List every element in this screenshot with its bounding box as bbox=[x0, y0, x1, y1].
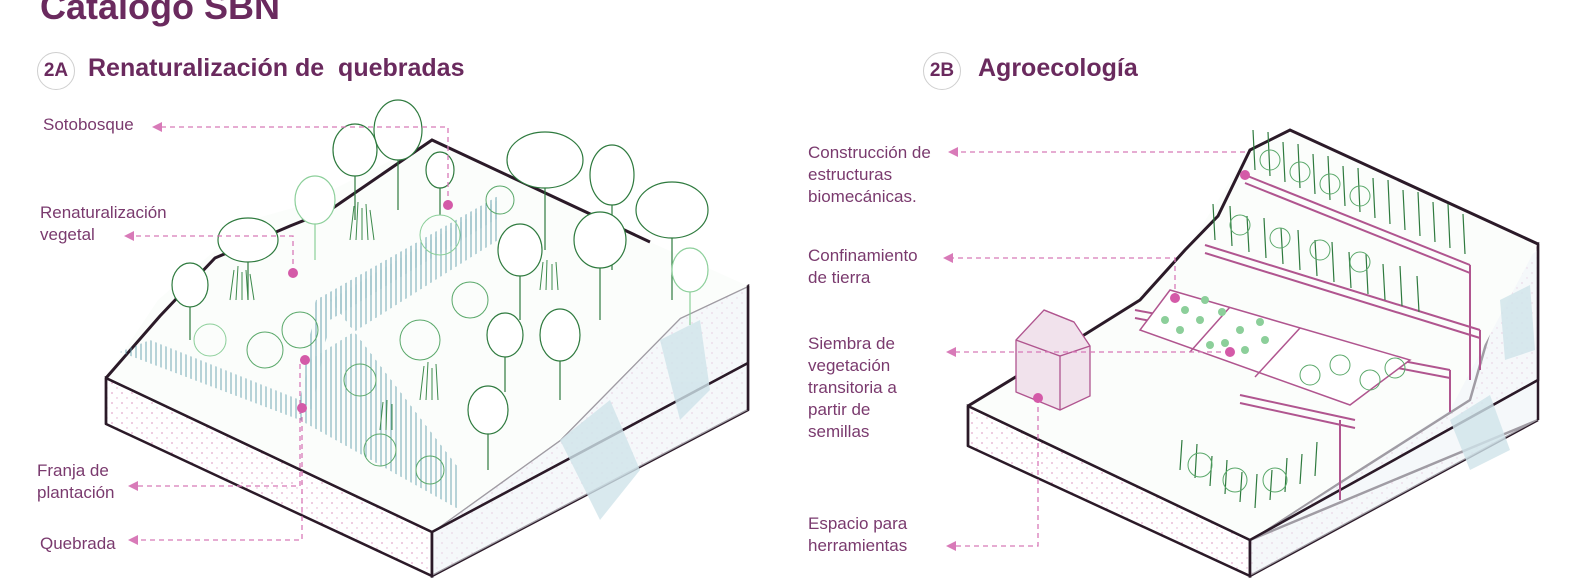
stream-strip bbox=[120, 200, 498, 510]
label-renaturalizacion-line1: Renaturalización bbox=[40, 203, 167, 222]
label-confinamiento-line1: Confinamiento bbox=[808, 246, 918, 265]
shrub-clusters-b bbox=[1187, 149, 1406, 493]
leader-arrows-b bbox=[943, 147, 958, 551]
section-badge-2b: 2B bbox=[923, 52, 961, 90]
label-siembra-line4: partir de bbox=[808, 400, 871, 419]
label-siembra-line2: vegetación bbox=[808, 356, 891, 375]
section-title-agroecologia: Agroecología bbox=[978, 54, 1138, 82]
label-confinamiento-line2: de tierra bbox=[808, 268, 871, 287]
markers-a bbox=[288, 200, 453, 413]
crop-rows bbox=[1179, 129, 1466, 509]
section-title-renaturalizacion: Renaturalización de quebradas bbox=[88, 54, 465, 82]
seed-dots bbox=[1161, 296, 1269, 354]
label-sotobosque: Sotobosque bbox=[43, 115, 134, 134]
leader-lines-b bbox=[953, 151, 1245, 547]
label-espacio-line2: herramientas bbox=[808, 536, 908, 555]
page-title: Catalogo SBN bbox=[40, 0, 281, 27]
label-construccion-line3: biomecánicas. bbox=[808, 187, 917, 206]
label-renaturalizacion-line2: vegetal bbox=[40, 225, 95, 244]
planting-plots bbox=[1138, 289, 1412, 406]
label-siembra-line5: semillas bbox=[808, 422, 870, 441]
leader-arrows-a bbox=[124, 122, 162, 545]
label-siembra-line3: transitoria a bbox=[808, 378, 897, 397]
tool-shed bbox=[1015, 309, 1091, 411]
tree-group-a bbox=[171, 99, 709, 470]
label-construccion-line1: Construcción de bbox=[808, 143, 931, 162]
label-franja-line2: plantación bbox=[37, 483, 115, 502]
label-siembra-line1: Siembra de bbox=[808, 334, 895, 353]
label-quebrada: Quebrada bbox=[40, 534, 116, 553]
section-badge-2a: 2A bbox=[37, 52, 75, 90]
markers-b bbox=[1033, 170, 1250, 403]
label-franja-line1: Franja de bbox=[37, 461, 109, 480]
label-espacio-line1: Espacio para bbox=[808, 514, 908, 533]
label-construccion-line2: estructuras bbox=[808, 165, 893, 184]
grass-group-a bbox=[193, 185, 559, 485]
